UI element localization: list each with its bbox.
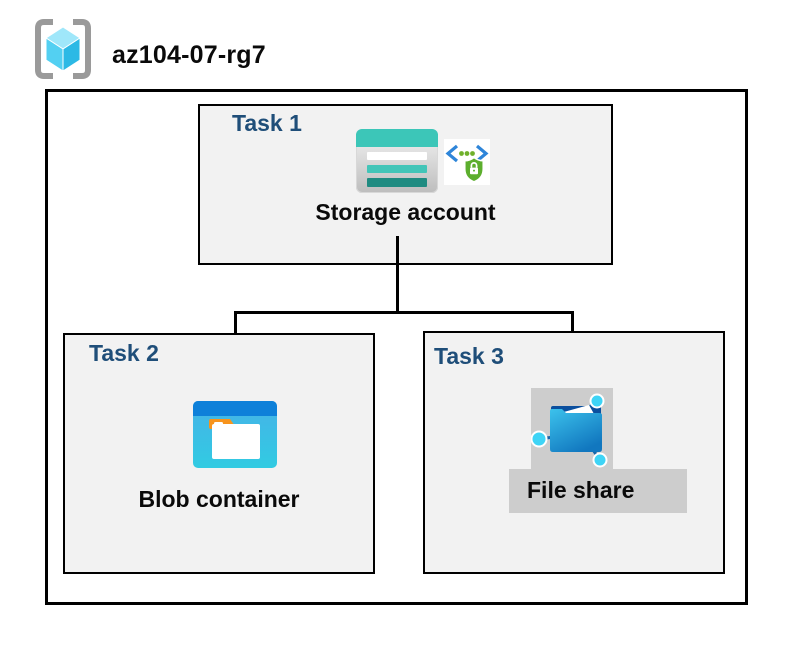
storage-icon-top-band [356,129,438,147]
task2-label: Task 2 [89,340,159,366]
resource-group-title: az104-07-rg7 [112,41,266,69]
file-share-caption: File share [527,477,635,503]
storage-account-icon [356,129,438,193]
connector-branch-horizontal [234,311,574,314]
storage-account-caption: Storage account [315,199,496,225]
task3-label: Task 3 [434,343,504,369]
blob-container-icon [193,401,277,468]
connector-storage-stem [396,236,399,314]
resource-group-icon [31,17,95,81]
file-share-icon [530,388,613,470]
blob-container-caption: Blob container [138,486,300,512]
file-share-caption-plate: File share [509,469,687,513]
sas-lock-icon [444,139,490,185]
blob-icon-folder [212,424,260,459]
blob-icon-title-bar [193,401,277,416]
task1-label: Task 1 [232,110,302,136]
